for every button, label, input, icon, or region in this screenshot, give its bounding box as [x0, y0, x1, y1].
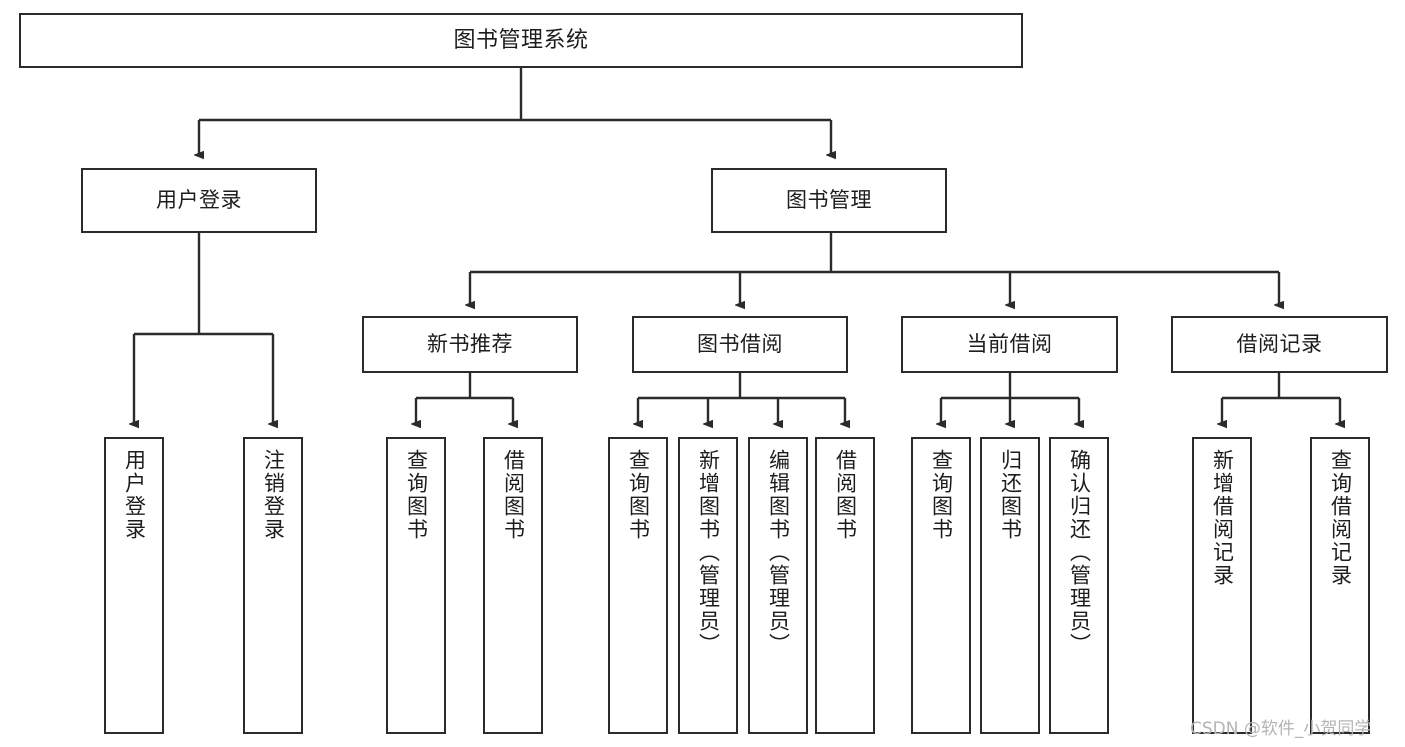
node-label: 查询借阅记录	[1328, 449, 1353, 587]
node-label: 图书管理	[786, 188, 872, 213]
leaf-recommend-query-book[interactable]: 查询图书	[386, 437, 446, 734]
node-label: 用户登录	[156, 188, 242, 213]
leaf-borrow-edit-book-admin[interactable]: 编辑图书（管理员）	[748, 437, 808, 734]
node-new-book-recommend[interactable]: 新书推荐	[362, 316, 578, 373]
leaf-record-add-record[interactable]: 新增借阅记录	[1192, 437, 1252, 734]
node-label: 图书借阅	[697, 332, 783, 357]
leaf-current-return-book[interactable]: 归还图书	[980, 437, 1040, 734]
node-label: 查询图书	[404, 449, 429, 541]
leaf-record-query-record[interactable]: 查询借阅记录	[1310, 437, 1370, 734]
node-label: 新增图书（管理员）	[696, 449, 721, 656]
leaf-current-confirm-return-admin[interactable]: 确认归还（管理员）	[1049, 437, 1109, 734]
leaf-recommend-borrow-book[interactable]: 借阅图书	[483, 437, 543, 734]
node-root-system[interactable]: 图书管理系统	[19, 13, 1023, 68]
node-label: 当前借阅	[966, 332, 1053, 357]
node-current-borrow[interactable]: 当前借阅	[901, 316, 1118, 373]
csdn-watermark: CSDN @软件_小贺同学	[1190, 719, 1372, 739]
node-label: 确认归还（管理员）	[1067, 449, 1092, 656]
node-user-login[interactable]: 用户登录	[81, 168, 317, 233]
node-label: 新增借阅记录	[1210, 449, 1235, 587]
node-label: 归还图书	[998, 449, 1023, 541]
node-label: 借阅记录	[1236, 332, 1323, 357]
node-label: 借阅图书	[501, 449, 526, 541]
node-book-management[interactable]: 图书管理	[711, 168, 947, 233]
leaf-user-login-signin[interactable]: 用户登录	[104, 437, 164, 734]
node-label: 编辑图书（管理员）	[766, 449, 791, 656]
leaf-borrow-borrow-book[interactable]: 借阅图书	[815, 437, 875, 734]
node-label: 用户登录	[122, 449, 147, 541]
leaf-borrow-query-book[interactable]: 查询图书	[608, 437, 668, 734]
leaf-user-login-signout[interactable]: 注销登录	[243, 437, 303, 734]
node-borrow-record[interactable]: 借阅记录	[1171, 316, 1388, 373]
node-label: 借阅图书	[833, 449, 858, 541]
node-label: 图书管理系统	[453, 27, 589, 53]
node-label: 查询图书	[626, 449, 651, 541]
node-book-borrow[interactable]: 图书借阅	[632, 316, 848, 373]
leaf-borrow-add-book-admin[interactable]: 新增图书（管理员）	[678, 437, 738, 734]
node-label: 查询图书	[929, 449, 954, 541]
node-label: 注销登录	[261, 449, 286, 541]
leaf-current-query-book[interactable]: 查询图书	[911, 437, 971, 734]
node-label: 新书推荐	[427, 332, 513, 357]
